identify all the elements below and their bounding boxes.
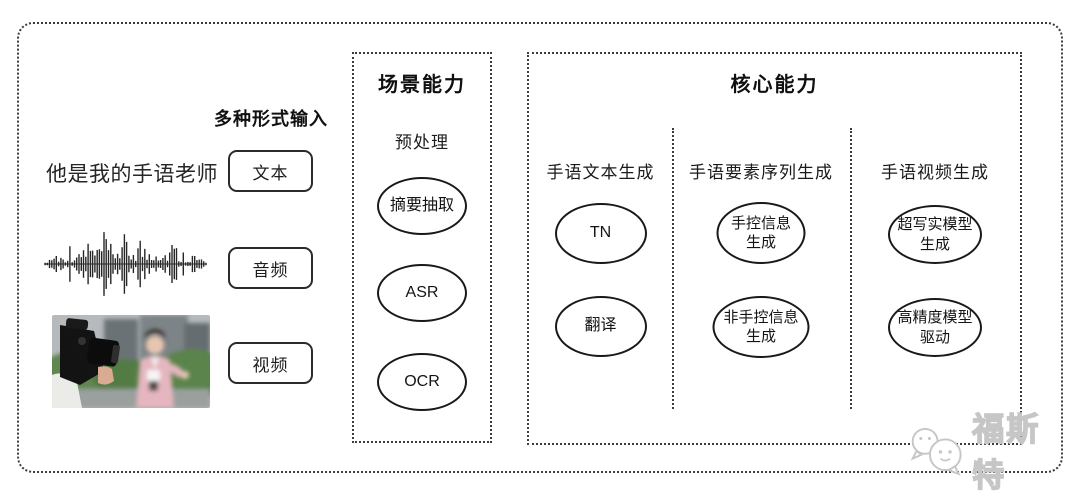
sample-sentence-text: 他是我的手语老师 [46, 163, 218, 186]
video-thumbnail-image [52, 315, 210, 408]
audio-waveform-icon [43, 228, 208, 300]
preprocess-label: 预处理 [395, 133, 449, 152]
scene-capability-box: 场景能力 预处理 摘要抽取 ASR OCR [352, 52, 492, 443]
input-type-text-box: 文本 [228, 150, 313, 192]
outer-frame: 多种形式输入 他是我的手语老师 [17, 22, 1063, 473]
column-sign-element-sequence-generation: 手语要素序列生成 手控信息 生成 非手控信息 生成 [672, 54, 850, 443]
node-asr: ASR [377, 264, 467, 322]
scene-box-title: 场景能力 [378, 74, 466, 96]
node-tn: TN [554, 203, 647, 264]
node-summary-extraction: 摘要抽取 [377, 177, 467, 235]
column-sign-text-generation: 手语文本生成 TN 翻译 [529, 54, 672, 443]
node-manual-info-generation: 手控信息 生成 [716, 202, 806, 264]
column-divider [672, 128, 674, 409]
camera-silhouette [52, 318, 120, 408]
watermark-text: 福斯特 [972, 410, 1041, 493]
input-type-audio-box: 音频 [228, 247, 313, 289]
column-label: 手语文本生成 [546, 163, 655, 182]
watermark: 福斯特 [905, 410, 1070, 494]
node-high-precision-model-drive: 高精度模型 驱动 [888, 298, 982, 357]
reporter-figure [136, 329, 189, 408]
node-translation: 翻译 [554, 296, 647, 357]
node-hyperreal-model-generation: 超写实模型 生成 [888, 205, 982, 264]
node-ocr: OCR [377, 353, 467, 411]
core-capability-box: 核心能力 手语文本生成 TN 翻译 手语要素序列生成 手控信息 生成 非手控信息… [527, 52, 1022, 445]
column-sign-video-generation: 手语视频生成 超写实模型 生成 高精度模型 驱动 [850, 54, 1020, 443]
input-type-video-box: 视频 [228, 342, 313, 384]
node-non-manual-info-generation: 非手控信息 生成 [712, 296, 810, 358]
column-label: 手语视频生成 [881, 163, 989, 182]
column-divider [850, 128, 852, 409]
chat-bubbles-logo-icon [910, 427, 962, 476]
column-label: 手语要素序列生成 [689, 163, 833, 182]
input-section-heading: 多种形式输入 [214, 109, 328, 129]
core-box-title: 核心能力 [730, 74, 819, 96]
